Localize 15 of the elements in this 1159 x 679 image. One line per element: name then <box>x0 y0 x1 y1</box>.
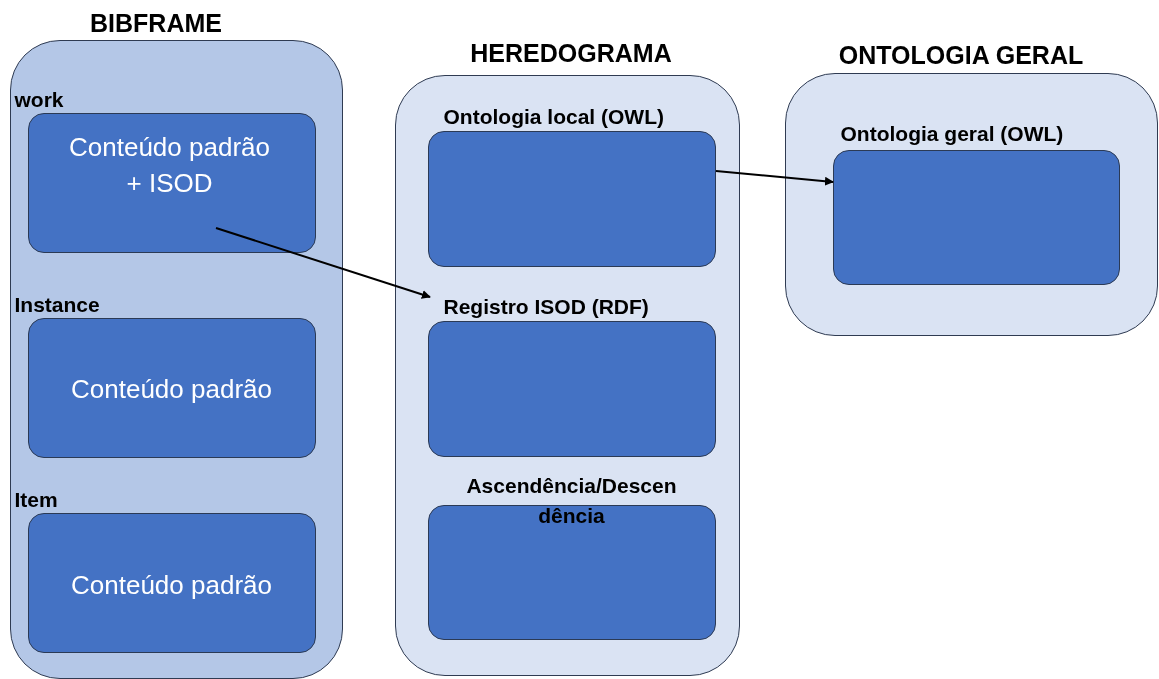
box-text: Conteúdo padrão <box>70 568 273 602</box>
box-heading: Ontologia geral (OWL) <box>840 121 1064 146</box>
box-text: Conteúdo padrão + ISOD <box>68 130 271 200</box>
arrow <box>715 170 834 186</box>
arrow <box>215 227 431 299</box>
box-heading: work <box>14 87 64 112</box>
group-title: HEREDOGRAMA <box>469 39 673 68</box>
box-heading: Item <box>14 487 58 512</box>
box-heading: Registro ISOD (RDF) <box>443 294 649 319</box>
group-title: ONTOLOGIA GERAL <box>837 41 1085 70</box>
box-text: Conteúdo padrão <box>70 372 273 406</box>
box-heading: Ontologia local (OWL) <box>443 104 664 129</box>
group-title: BIBFRAME <box>89 9 223 38</box>
box-heading: Instance <box>14 292 100 317</box>
box-heading: Ascendência/Descen dência <box>465 472 678 529</box>
